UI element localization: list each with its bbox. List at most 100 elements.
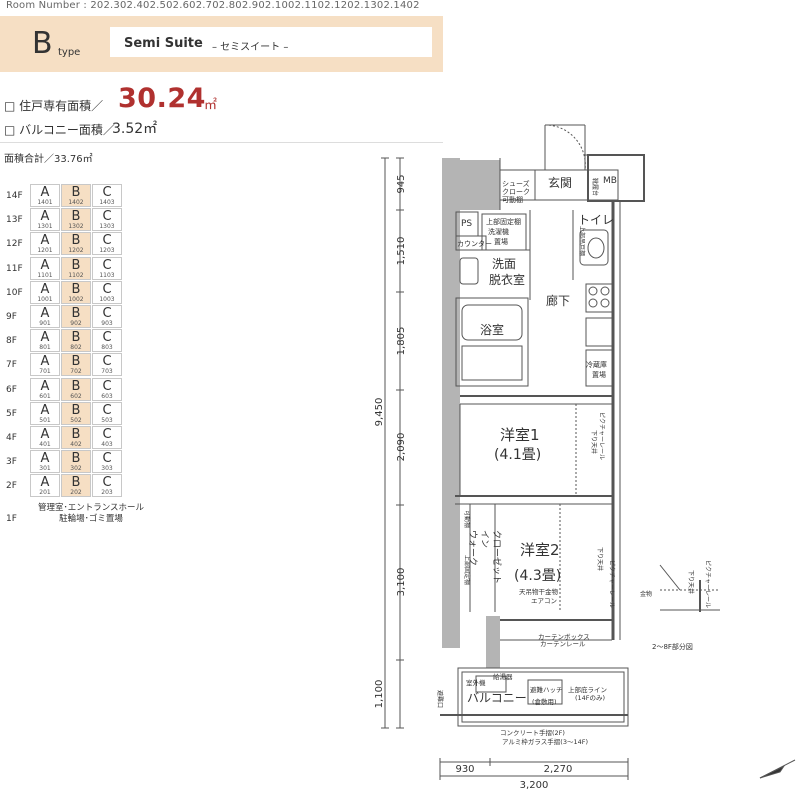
suite-name-box — [110, 27, 432, 57]
dim-h-1: 930 — [455, 764, 474, 775]
column-bottom — [486, 616, 500, 668]
exclusive-area-label: □ 住戸専有面積／ — [4, 99, 104, 113]
room1-down-ceiling-label: 下り天井 — [590, 430, 598, 454]
unit-number: 1303 — [99, 223, 115, 231]
type-letter: B — [32, 26, 53, 61]
floor-label: 8F — [6, 336, 17, 347]
unit-number: 203 — [101, 489, 113, 497]
exclusive-area-value: 30.24 — [118, 83, 206, 114]
unit-type: A — [40, 402, 50, 418]
eaves-line2: (14Fのみ) — [575, 694, 605, 702]
ps-label: PS — [461, 219, 472, 229]
room1-size: (4.1畳) — [494, 447, 541, 463]
dim-v-4: 2,090 — [396, 433, 407, 462]
unit-type: C — [102, 281, 112, 297]
unit-number: 1203 — [99, 247, 115, 255]
floor-label: 2F — [6, 481, 17, 492]
exclusive-area-unit: ㎡ — [204, 98, 218, 113]
genkan-label: 玄関 — [548, 175, 572, 190]
unit-number: 303 — [101, 465, 113, 473]
unit-type: C — [102, 427, 112, 442]
unit-type: C — [102, 475, 112, 491]
unit-type: B — [71, 185, 81, 200]
curtain-line1: カーテンボックス — [538, 633, 590, 641]
laundry-line2: 洗濯機 — [488, 227, 509, 236]
movable-shelf-label: 可動棚 — [463, 510, 471, 528]
floor-label: 12F — [6, 239, 23, 250]
unit-number: 401 — [39, 441, 51, 448]
laundry-line1: 上部固定棚 — [486, 217, 521, 226]
floor-label: 6F — [6, 384, 17, 395]
handrail-line2: アルミ枠ガラス手摺(3〜14F) — [502, 737, 588, 746]
room2-down-ceiling-label: 下り天井 — [596, 547, 604, 571]
unit-type: C — [102, 257, 112, 273]
unit-type: B — [71, 354, 81, 370]
eaves-line1: 上部庇ライン — [568, 685, 607, 694]
bath-label: 浴室 — [480, 322, 504, 337]
laundry-line3: 置場 — [494, 237, 508, 246]
unit-number: 301 — [39, 465, 51, 473]
washroom-label: 洗面 脱衣室 — [489, 257, 525, 287]
unit-number: 702 — [70, 368, 82, 376]
evac-hatch-line1: 避難ハッチ — [530, 685, 563, 694]
unit-number: 402 — [70, 441, 82, 448]
room2-picture-rail-label: ピクチャーレール — [608, 560, 615, 608]
toilet-label: トイレ — [578, 213, 614, 227]
room2-label: 洋室2 — [520, 541, 560, 559]
unit-number: 1102 — [68, 271, 84, 279]
dim-v-3: 1,805 — [396, 327, 407, 356]
unit-number: 1403 — [99, 199, 115, 206]
unit-number: 1003 — [99, 295, 115, 303]
suite-name: Semi Suite — [124, 36, 203, 51]
washroom-line1: 洗面 — [492, 257, 516, 271]
unit-number: 603 — [101, 392, 113, 400]
outdoor-unit-label: 室外機 — [466, 678, 486, 687]
dim-h-2: 2,270 — [544, 764, 573, 775]
unit-type: A — [40, 451, 50, 467]
unit-number: 201 — [39, 489, 51, 497]
unit-number: 1301 — [37, 223, 53, 231]
room2-size: (4.3畳) — [514, 568, 561, 584]
aircon-label: エアコン — [531, 597, 557, 605]
room1-picture-rail-label: ピクチャーレール — [598, 412, 605, 460]
suite-kana: – セミスイート – — [212, 42, 289, 53]
unit-number: 302 — [70, 465, 82, 473]
first-floor-note: 管理室･エントランスホール 駐輪場･ゴミ置場 — [36, 503, 146, 525]
fridge-label: 冷蔵庫 置場 — [586, 360, 609, 379]
unit-type: B — [71, 330, 81, 346]
curtain-label: カーテンボックス カーテンレール — [538, 633, 592, 648]
unit-type: A — [40, 257, 50, 273]
handrail-label: コンクリート手摺(2F) アルミ枠ガラス手摺(3〜14F) — [500, 728, 588, 746]
unit-number: 1302 — [68, 223, 84, 231]
dim-v-2: 1,510 — [396, 237, 407, 266]
evac-port-label: 避難口 — [436, 690, 444, 708]
counter-label: カウンター — [457, 239, 492, 248]
unit-type: B — [71, 209, 81, 225]
floor-label: 7F — [6, 360, 17, 371]
walkin-label: ウォーク イン クローゼット — [467, 530, 503, 584]
unit-number: 1402 — [68, 199, 84, 206]
divider — [0, 142, 443, 143]
balcony-area-value: 3.52㎡ — [112, 121, 158, 137]
walkin-line2: イン — [479, 530, 489, 548]
